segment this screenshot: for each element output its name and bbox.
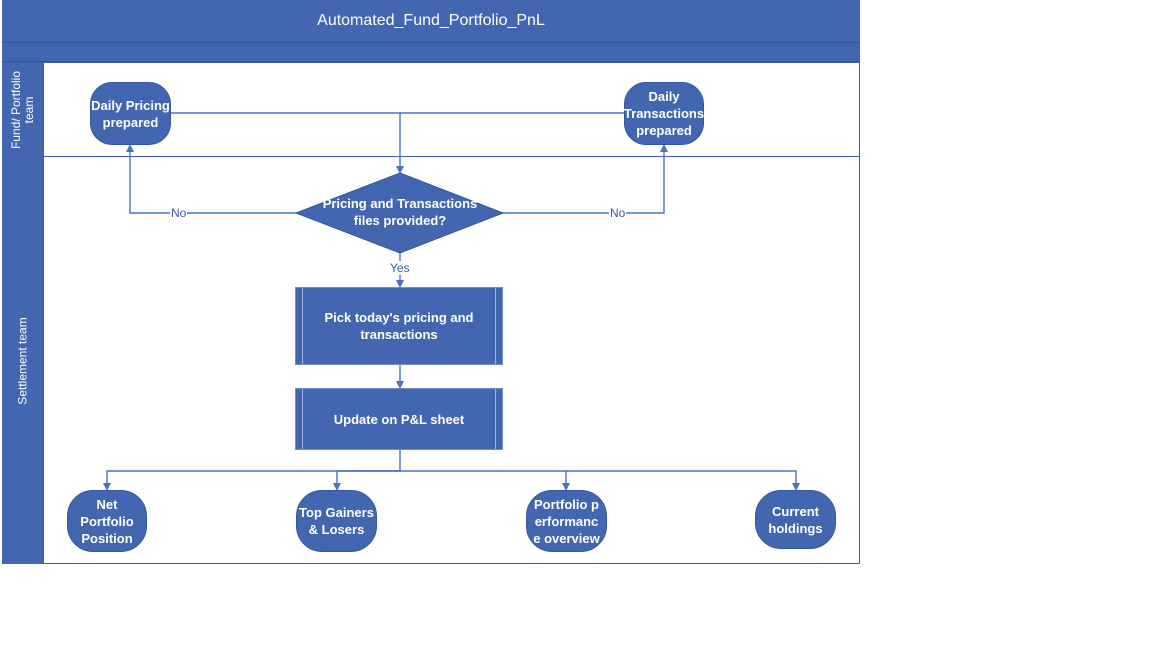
node-pick-pricing-text: Pick today's pricing and transactions bbox=[324, 310, 474, 342]
node-current-holdings[interactable]: Current holdings bbox=[755, 490, 836, 549]
connector-pricing-to-decision bbox=[170, 112, 404, 174]
connector-no-right bbox=[502, 144, 668, 214]
edge-label-no-right: No bbox=[609, 206, 627, 220]
node-update-pnl[interactable]: Update on P&L sheet bbox=[295, 388, 503, 450]
node-decision-text: Pricing and Transactions files provided? bbox=[322, 196, 478, 228]
edge-label-yes: Yes bbox=[389, 261, 411, 275]
node-top-gainers-text: Top Gainers & Losers bbox=[299, 505, 374, 537]
connector-to-holdings bbox=[566, 470, 800, 491]
connector-to-performance bbox=[400, 470, 570, 491]
connector-update-to-outputs bbox=[103, 450, 401, 491]
node-decision[interactable]: Pricing and Transactions files provided? bbox=[318, 188, 482, 236]
lane-label-fund-team: Fund/ Portfolio team bbox=[2, 62, 44, 157]
node-portfolio-performance[interactable]: Portfolio performanc e overview bbox=[526, 490, 607, 552]
node-current-holdings-text: Current holdings bbox=[768, 503, 823, 536]
header-band bbox=[2, 42, 860, 62]
node-pick-pricing[interactable]: Pick today's pricing and transactions bbox=[295, 287, 503, 365]
lane-label-settlement-team: Settlement team bbox=[2, 157, 44, 564]
node-daily-transactions[interactable]: Daily Transactions prepared bbox=[624, 82, 704, 145]
node-net-portfolio[interactable]: Net Portfolio Position bbox=[67, 490, 147, 552]
node-update-pnl-text: Update on P&L sheet bbox=[333, 411, 465, 427]
node-daily-pricing-text: Daily Pricing prepared bbox=[91, 97, 170, 130]
node-net-portfolio-text: Net Portfolio Position bbox=[80, 496, 134, 546]
connector-no-left bbox=[126, 144, 297, 214]
decision-diamond bbox=[294, 172, 505, 254]
node-daily-transactions-text: Daily Transactions prepared bbox=[623, 89, 705, 138]
connector-to-top-gainers bbox=[333, 470, 400, 491]
diagram-title: Automated_Fund_Portfolio_PnL bbox=[2, 0, 860, 42]
edge-label-no-left: No bbox=[170, 206, 188, 220]
node-daily-pricing[interactable]: Daily Pricing prepared bbox=[90, 82, 171, 145]
node-top-gainers[interactable]: Top Gainers & Losers bbox=[296, 490, 377, 552]
node-portfolio-performance-text: Portfolio performanc e overview bbox=[533, 496, 600, 546]
